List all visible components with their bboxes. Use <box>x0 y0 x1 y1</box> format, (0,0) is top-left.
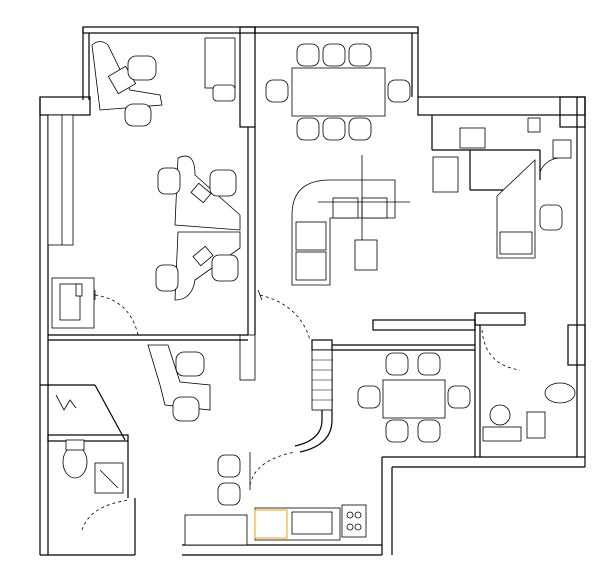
stove-burners <box>254 509 288 539</box>
curved-partition <box>294 349 333 453</box>
bathroom-left <box>55 394 124 494</box>
office-workstations <box>155 155 241 301</box>
kitchen-counter <box>184 454 367 546</box>
small-dining-table <box>357 352 471 443</box>
office-desk-corner <box>91 37 236 127</box>
dining-room-table <box>265 43 411 141</box>
doors <box>81 289 521 545</box>
reception-desk <box>147 344 211 422</box>
storage-cabinet <box>51 277 95 329</box>
utility-room <box>432 117 572 259</box>
interior-walls <box>40 26 541 555</box>
sofa-set <box>291 155 410 286</box>
bathroom-right <box>482 382 576 442</box>
